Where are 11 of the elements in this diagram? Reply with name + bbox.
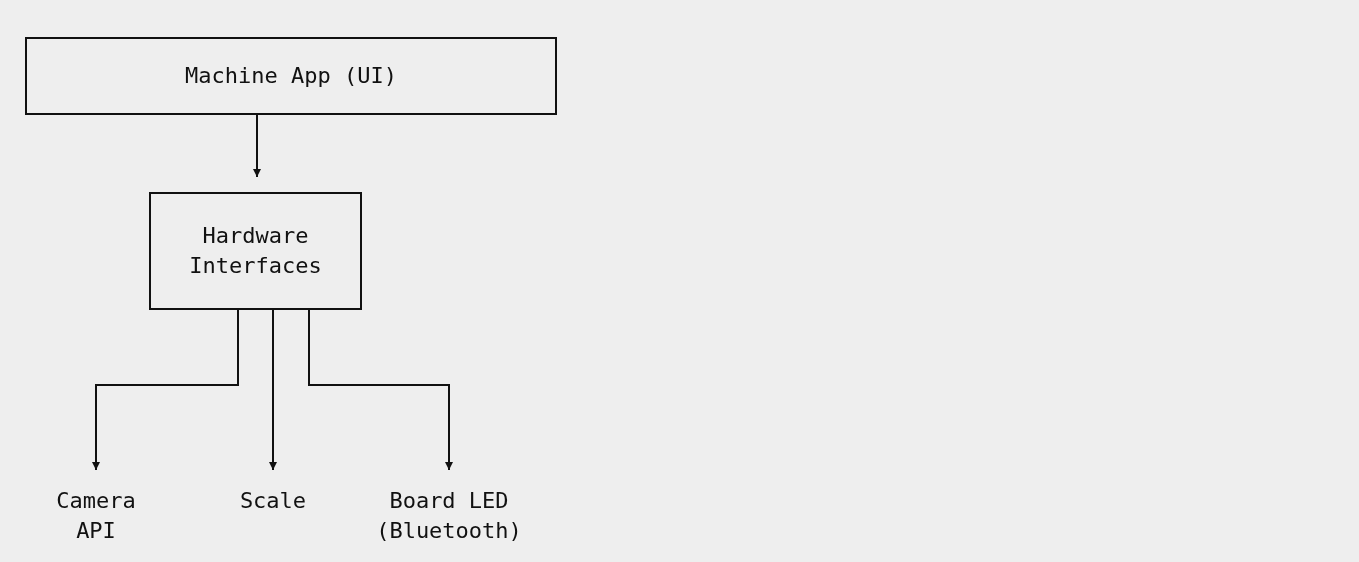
node-label: Camera API <box>55 487 137 545</box>
arrow <box>269 309 277 471</box>
arrow <box>308 309 453 471</box>
process-box <box>25 37 557 115</box>
process-box <box>149 192 362 310</box>
node-label: Scale <box>239 487 307 515</box>
node-label: Board LED (Bluetooth) <box>375 487 523 545</box>
arrow <box>92 309 239 471</box>
arrow <box>253 114 261 178</box>
box-label: Hardware Interfaces <box>188 222 323 280</box>
box-label: Machine App (UI) <box>185 62 397 90</box>
